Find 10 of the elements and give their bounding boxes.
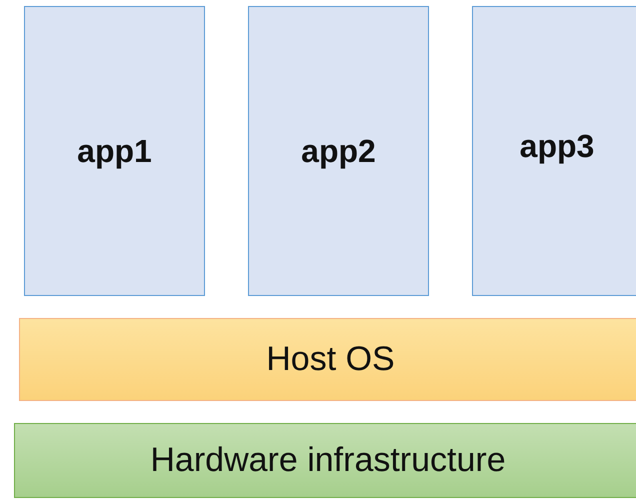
- layer-label: app3: [520, 128, 594, 164]
- hardware-layer-band: [14, 423, 636, 498]
- layer-label: Host OS: [266, 340, 395, 379]
- layer-label: app1: [77, 132, 152, 170]
- layer-label: app2: [301, 132, 376, 170]
- application-box: [472, 6, 636, 296]
- application-box: [24, 6, 205, 296]
- os-layer-band: [19, 318, 636, 401]
- application-box: [248, 6, 429, 296]
- layer-label: Hardware infrastructure: [150, 441, 506, 480]
